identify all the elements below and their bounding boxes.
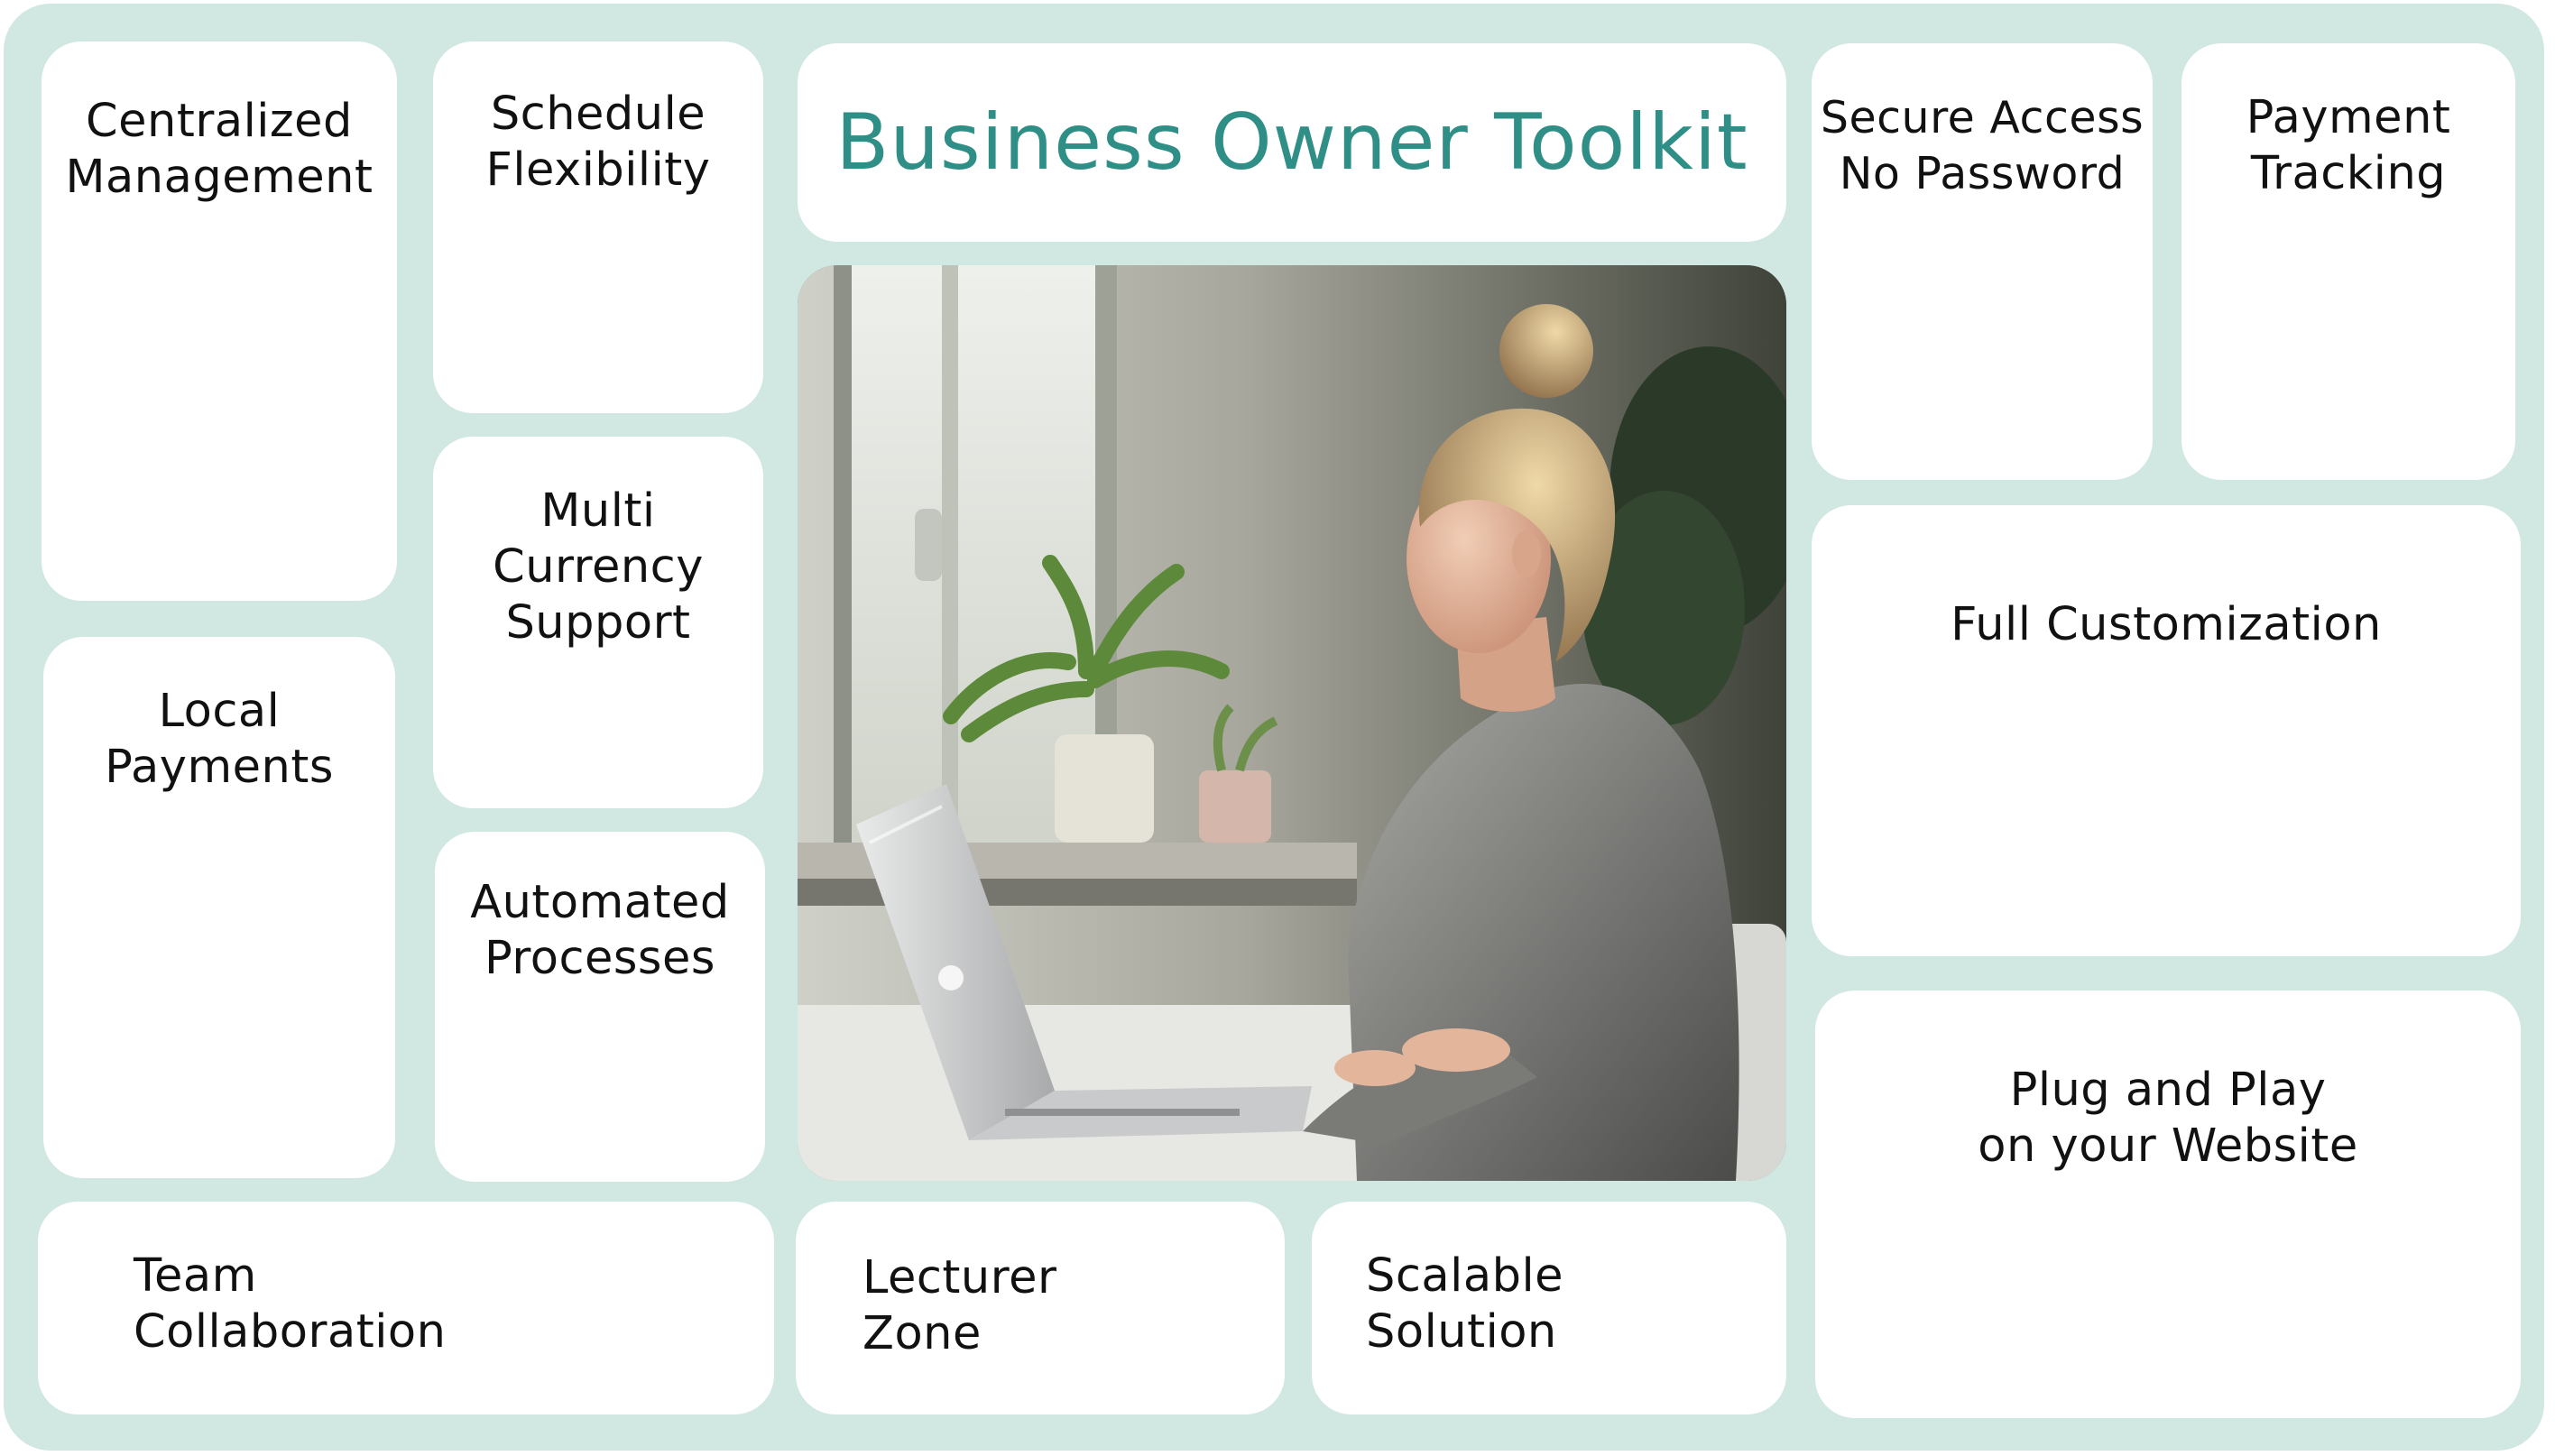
feature-card-secure-access: Secure Access No Password <box>1812 43 2153 480</box>
feature-card-centralized-management: Centralized Management <box>42 41 397 601</box>
feature-card-local-payments: Local Payments <box>43 637 395 1178</box>
feature-label: Multi Currency Support <box>493 484 704 650</box>
feature-label: Scalable Solution <box>1366 1249 1564 1359</box>
page-title: Business Owner Toolkit <box>835 97 1748 188</box>
feature-label: Team Collaboration <box>134 1249 447 1359</box>
feature-card-automated-processes: Automated Processes <box>435 832 765 1182</box>
feature-card-multi-currency: Multi Currency Support <box>433 437 763 808</box>
feature-label: Payment Tracking <box>2246 91 2451 200</box>
feature-label: Automated Processes <box>470 876 730 985</box>
photo-illustration <box>798 265 1786 1181</box>
feature-card-scalable-solution: Scalable Solution <box>1312 1202 1786 1415</box>
woman-laptop-photo <box>798 265 1786 1181</box>
feature-card-full-customization: Full Customization <box>1812 505 2521 956</box>
feature-card-plug-and-play: Plug and Play on your Website <box>1815 991 2521 1418</box>
feature-label: Local Payments <box>105 685 334 794</box>
feature-label: Secure Access No Password <box>1820 92 2145 199</box>
feature-label: Lecturer Zone <box>862 1251 1057 1360</box>
feature-label: Plug and Play on your Website <box>1978 1064 2358 1173</box>
feature-label: Full Customization <box>1951 598 2382 651</box>
feature-card-team-collaboration: Team Collaboration <box>38 1202 774 1415</box>
feature-label: Schedule Flexibility <box>485 88 711 197</box>
feature-label: Centralized Management <box>65 95 374 204</box>
feature-card-lecturer-zone: Lecturer Zone <box>796 1202 1285 1415</box>
toolkit-board: Centralized Management Local Payments Sc… <box>4 4 2544 1451</box>
feature-card-payment-tracking: Payment Tracking <box>2181 43 2515 480</box>
title-card: Business Owner Toolkit <box>798 43 1786 242</box>
feature-card-schedule-flexibility: Schedule Flexibility <box>433 41 763 413</box>
